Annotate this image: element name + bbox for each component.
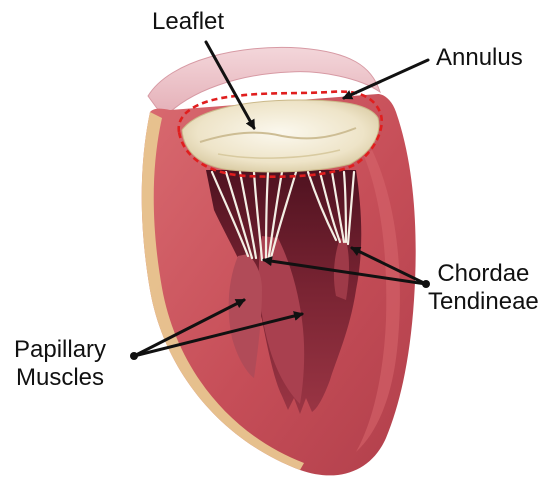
papillary-label-line-2: Muscles bbox=[14, 364, 106, 392]
chordae-tendineae-label: Chordae Tendineae bbox=[428, 260, 539, 316]
papillary-muscles-label: Papillary Muscles bbox=[14, 336, 106, 392]
annulus-label: Annulus bbox=[436, 44, 523, 72]
chordae-label-line-2: Tendineae bbox=[428, 288, 539, 316]
papillary-arrow-origin-dot bbox=[130, 352, 138, 360]
chordae-label-line-1: Chordae bbox=[428, 260, 539, 288]
papillary-label-line-1: Papillary bbox=[14, 336, 106, 364]
leaflet-label: Leaflet bbox=[152, 8, 224, 36]
